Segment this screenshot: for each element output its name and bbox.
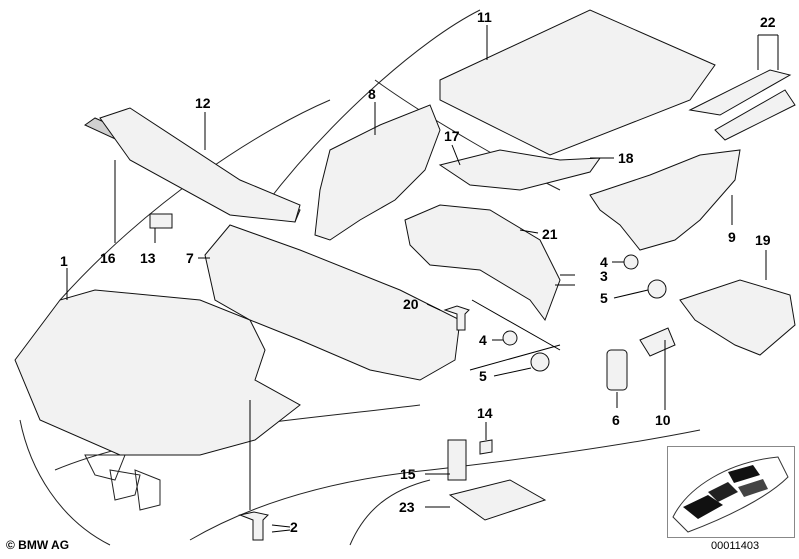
leader-lines: [66, 25, 779, 533]
document-number: 00011403: [711, 540, 760, 552]
rubber-grommet-block: [606, 349, 628, 391]
callout-4-lower: 4: [479, 332, 487, 348]
callout-3: 3: [600, 268, 608, 284]
callout-8: 8: [368, 86, 376, 102]
overview-thumbnail: [667, 446, 795, 538]
callout-6: 6: [612, 412, 620, 428]
callout-2: 2: [290, 519, 298, 535]
callout-12: 12: [195, 95, 211, 111]
callout-21: 21: [542, 226, 558, 242]
floor-panel-insulation: [679, 279, 796, 356]
callout-4-upper: 4: [600, 254, 608, 270]
callout-14: 14: [477, 405, 493, 421]
callout-15: 15: [400, 466, 416, 482]
trim-strip-pair: [688, 69, 796, 141]
callout-5-upper: 5: [600, 290, 608, 306]
expansion-nut-lower: [502, 330, 518, 346]
callout-9: 9: [728, 229, 736, 245]
washer-upper: [647, 279, 667, 299]
callout-13: 13: [140, 250, 156, 266]
callout-5-lower: 5: [479, 368, 487, 384]
callout-16: 16: [100, 250, 116, 266]
callout-7: 7: [186, 250, 194, 266]
firewall-insulation-right: [404, 204, 561, 322]
callout-19: 19: [755, 232, 771, 248]
callout-1: 1: [60, 253, 68, 269]
callout-17: 17: [444, 128, 460, 144]
push-clip: [238, 511, 270, 541]
engine-compartment-cover: [14, 289, 301, 456]
expansion-nut-upper: [623, 254, 639, 270]
clip-bracket: [479, 439, 493, 455]
insulation-block: [149, 213, 173, 229]
bulkhead-insulation: [204, 224, 461, 381]
callout-20: 20: [403, 296, 419, 312]
side-panel-insulation: [438, 149, 602, 191]
callout-labels: 1 2 3 4 4 5 5 6 7 8 9 10 11 12 13 14 15 …: [60, 9, 776, 535]
callout-18: 18: [618, 150, 634, 166]
copyright-label: © BMW AG: [6, 538, 70, 552]
cowl-panel-insulation: [99, 107, 301, 223]
callout-22: 22: [760, 14, 776, 30]
insulation-wedge: [447, 439, 467, 481]
callout-23: 23: [399, 499, 415, 515]
callout-11: 11: [477, 9, 492, 25]
sound-deadening-pad: [448, 479, 547, 521]
plastic-rivet: [443, 305, 470, 331]
car-thumbnail-icon: [672, 456, 789, 533]
trunk-floor-mat: [439, 9, 716, 156]
tunnel-insulation: [589, 149, 741, 251]
wheelhouse-insulation-left: [314, 104, 441, 241]
washer-lower: [530, 352, 550, 372]
callout-10: 10: [655, 412, 671, 428]
mounting-bracket: [639, 327, 676, 357]
